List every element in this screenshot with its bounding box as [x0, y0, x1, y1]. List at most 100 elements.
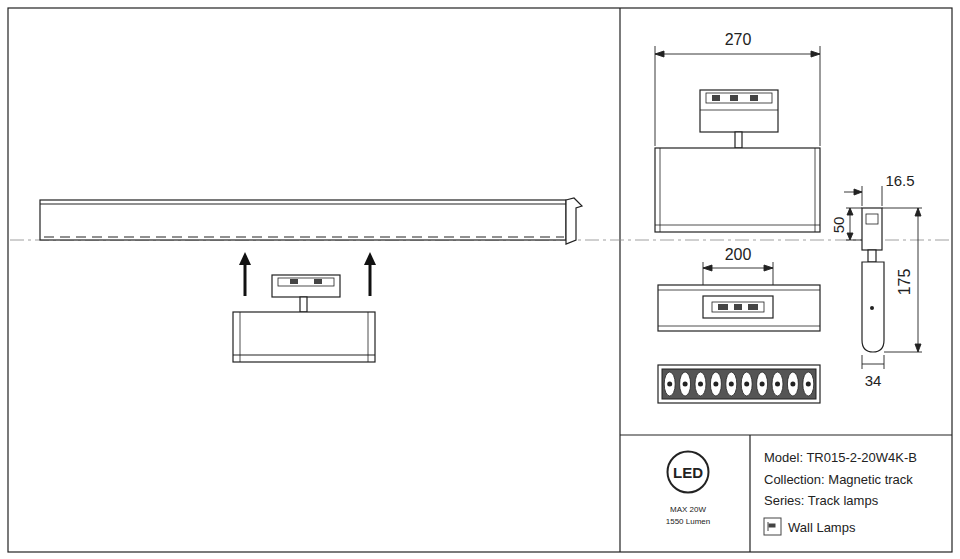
- mount-arrows: [369, 262, 372, 296]
- category-text: Wall Lamps: [788, 521, 855, 534]
- side-dimensions: [882, 208, 922, 209]
- track-lamp: [233, 354, 375, 355]
- led-badge: LED: [666, 450, 710, 494]
- lens-center: [683, 382, 688, 387]
- lamp-front-view: [712, 95, 720, 101]
- magnetic-track: [44, 237, 564, 238]
- drawing-frame: [749, 435, 750, 552]
- track-lamp: [278, 278, 334, 286]
- side-dimensions: [844, 186, 922, 369]
- side-dimensions: [862, 355, 863, 369]
- track-lamp: [290, 279, 298, 284]
- wall-lamp-icon: [769, 524, 775, 527]
- lens-center: [806, 382, 811, 387]
- lamp-side-view: [866, 214, 878, 224]
- dimension-value: 34: [865, 373, 882, 388]
- track-lamp: [240, 312, 241, 362]
- lamp-front-view: [700, 110, 778, 111]
- side-dimensions: [918, 208, 919, 352]
- lens-center: [790, 382, 795, 387]
- lamp-top-view: [658, 290, 820, 291]
- lamp-front-view: [655, 148, 820, 232]
- dimension-value: 200: [725, 247, 752, 263]
- wall-lamp-icon: [764, 518, 781, 535]
- lens: [741, 372, 752, 396]
- side-dimensions: [862, 186, 863, 206]
- lamp-side-view: [870, 306, 874, 310]
- side-dimensions: [854, 189, 862, 195]
- lamp-front-view: [750, 95, 758, 101]
- led-lens-strip: [662, 369, 816, 399]
- power-rating: MAX 20W: [670, 506, 706, 514]
- title-block-text: Collection: Magnetic track: [764, 473, 913, 486]
- lamp-top-view: [703, 296, 773, 318]
- track-lamp: [314, 279, 322, 284]
- lamp-top-view: [658, 285, 820, 331]
- dimension-200: [703, 268, 773, 269]
- dimension-270: [655, 51, 664, 57]
- lamp-front-view: [655, 90, 820, 232]
- side-dimensions: [846, 208, 862, 209]
- mount-arrows: [239, 252, 376, 296]
- lamp-front-view: [735, 132, 742, 148]
- lamp-side-view: [868, 250, 876, 262]
- magnetic-track: [40, 198, 582, 244]
- drawing-frame: [620, 434, 952, 435]
- mount-arrows: [244, 262, 247, 296]
- track-lamp: [300, 297, 307, 312]
- magnetic-track: [40, 200, 566, 240]
- lens-center: [713, 382, 718, 387]
- drawing-frame: [8, 8, 952, 552]
- lens-center: [667, 382, 672, 387]
- lumen-rating: 1550 Lumen: [666, 518, 710, 526]
- badge-circle-outline: [668, 452, 709, 493]
- track-lamp: [233, 312, 375, 362]
- dimension-value: 16.5: [885, 173, 914, 188]
- drawing-frame: [619, 8, 620, 552]
- track-lamp: [272, 275, 340, 297]
- lens: [726, 372, 737, 396]
- lens: [710, 372, 721, 396]
- dimension-270: [820, 46, 821, 146]
- side-dimensions: [915, 208, 921, 216]
- lamp-top-view: [712, 302, 764, 312]
- lens-center: [667, 382, 811, 387]
- lens: [664, 372, 814, 396]
- lens-center: [744, 382, 749, 387]
- lens: [664, 372, 675, 396]
- node-text: LED: [673, 465, 703, 480]
- side-dimensions: [862, 364, 884, 365]
- mount-arrows: [364, 252, 376, 265]
- side-dimensions: [884, 355, 885, 369]
- lens: [772, 372, 783, 396]
- lens: [787, 372, 798, 396]
- lens-center: [775, 382, 780, 387]
- dimension-270: [655, 46, 656, 146]
- lamp-front-view: [655, 225, 820, 226]
- track-lamp: [233, 275, 375, 362]
- dimension-value: 50: [831, 217, 846, 234]
- lamp-top-view: [658, 326, 820, 327]
- track-lamp: [368, 312, 369, 362]
- lens-center: [729, 382, 734, 387]
- side-dimensions: [847, 208, 853, 215]
- lamp-side-view: [862, 208, 882, 250]
- dimension-270: [655, 54, 820, 55]
- lens: [680, 372, 691, 396]
- lamp-top-view: [658, 285, 820, 331]
- lamp-front-view: [700, 90, 778, 132]
- mount-arrows: [239, 252, 251, 265]
- lens: [695, 372, 706, 396]
- drawing-frame: [8, 8, 952, 552]
- side-dimensions: [882, 186, 883, 206]
- led-lens-strip: [658, 365, 820, 403]
- led-lens-strip: [658, 365, 820, 403]
- dimension-value: 270: [725, 32, 752, 48]
- wall-lamp-icon: [764, 518, 781, 535]
- lens: [803, 372, 814, 396]
- title-block-text: Series: Track lamps: [764, 494, 878, 507]
- lamp-front-view: [730, 95, 738, 101]
- lamp-side-view: [862, 208, 884, 352]
- side-dimensions: [847, 233, 853, 240]
